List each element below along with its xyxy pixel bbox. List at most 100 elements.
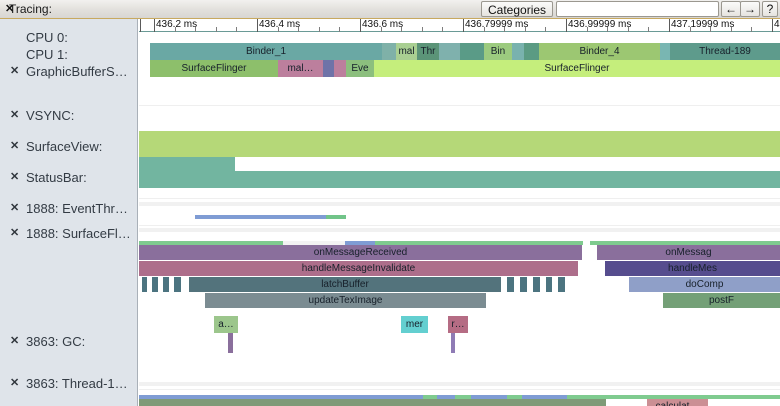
close-track-icon[interactable]: ✕ (10, 65, 20, 77)
timeline-slice[interactable]: mal (396, 43, 417, 60)
next-arrow-icon[interactable]: → (740, 1, 760, 17)
timeline-slice[interactable] (375, 241, 583, 245)
track-label-gbs[interactable]: ✕ GraphicBufferS… (0, 63, 138, 80)
timeline-slice[interactable] (382, 43, 396, 60)
close-track-icon[interactable]: ✕ (10, 140, 20, 152)
timeline-slice[interactable] (139, 395, 423, 399)
track-background-strip (139, 202, 780, 206)
timeline-slice[interactable] (142, 277, 147, 292)
timeline-slice[interactable] (139, 131, 780, 157)
help-button[interactable]: ? (762, 1, 778, 17)
track-label-surfacefl[interactable]: ✕1888: SurfaceFl… (0, 225, 138, 242)
timeline-slice[interactable] (228, 333, 233, 353)
timeline-slice[interactable]: mer (401, 316, 428, 333)
timeline-slice[interactable]: Binder_1 (150, 43, 382, 60)
timeline-slice[interactable] (439, 43, 460, 60)
timeline-slice[interactable]: Thread-189 (670, 43, 780, 60)
timeline-slice[interactable] (139, 399, 606, 406)
timeline-slice[interactable]: mal… (278, 60, 323, 77)
timeline-slice[interactable]: SurfaceFlinger (150, 60, 278, 77)
track-label-eventthread[interactable]: ✕1888: EventThr… (0, 200, 138, 217)
timeline-slice[interactable]: onMessag (597, 245, 780, 260)
track-label-gc[interactable]: ✕3863: GC: (0, 333, 138, 350)
ruler-minor-tick (587, 27, 588, 32)
timeline-slice[interactable] (174, 277, 181, 292)
timeline-slice[interactable]: postF (663, 293, 780, 308)
timeline-slice-label: handleMes (668, 263, 717, 274)
timeline-slice[interactable] (195, 215, 326, 219)
timeline-slice[interactable] (345, 241, 375, 245)
timeline-slice[interactable] (451, 333, 455, 353)
timeline-slice[interactable]: Binder_4 (539, 43, 660, 60)
close-track-icon[interactable]: ✕ (10, 109, 20, 121)
timeline-slice[interactable]: doComp (629, 277, 780, 292)
timeline-slice[interactable] (524, 43, 539, 60)
timeline-slice[interactable]: handleMessageInvalidate (139, 261, 578, 276)
close-track-icon[interactable]: ✕ (10, 227, 20, 239)
timeline-slice[interactable] (522, 395, 567, 399)
timeline-slice[interactable]: r… (448, 316, 468, 333)
timeline-slice[interactable]: onMessageReceived (139, 245, 582, 260)
timeline-slice[interactable]: handleMes (605, 261, 780, 276)
timeline-slice-label: Eve (351, 63, 369, 74)
timeline-slice[interactable] (546, 277, 552, 292)
timeline-slice[interactable] (334, 60, 346, 77)
timeline-slice[interactable]: a… (214, 316, 238, 333)
categories-button[interactable]: Categories (481, 1, 554, 17)
timeline-slice[interactable] (558, 277, 565, 292)
timeline-slice[interactable] (139, 157, 235, 171)
track-label-text: GraphicBufferS… (26, 64, 128, 79)
track-label-cpu0[interactable]: CPU 0: (0, 29, 138, 46)
track-label-cpu1[interactable]: CPU 1: (0, 46, 138, 63)
timeline-slice[interactable] (139, 241, 283, 245)
timeline-slice[interactable] (326, 215, 346, 219)
timeline-slice[interactable] (283, 241, 345, 245)
timeline-slice[interactable] (152, 277, 158, 292)
timeline-slice[interactable] (520, 277, 527, 292)
track-label-thread1[interactable]: ✕3863: Thread-1… (0, 375, 138, 392)
search-input[interactable] (556, 1, 719, 17)
timeline-slice[interactable] (437, 395, 455, 399)
timeline-slice-label: mer (405, 319, 424, 330)
window-title: Tracing: (9, 2, 52, 16)
timeline-slice[interactable] (423, 395, 437, 399)
timeline-slice[interactable] (455, 395, 471, 399)
timeline-slice[interactable] (660, 43, 670, 60)
timeline-slice[interactable] (323, 60, 334, 77)
timeline-slice[interactable]: calculat… (647, 399, 708, 406)
timeline-slice[interactable]: Bin (484, 43, 512, 60)
timeline-slice[interactable]: Eve (346, 60, 374, 77)
track-label-statusbar[interactable]: ✕StatusBar: (0, 169, 138, 186)
timeline-slice[interactable]: latchBuffer (189, 277, 501, 292)
timeline-slice[interactable] (590, 241, 780, 245)
ruler-major-tick (566, 19, 567, 32)
timeline-slice[interactable]: Thr (417, 43, 439, 60)
ruler-tick-label: 436.2 ms (156, 19, 198, 30)
timeline-slice[interactable] (139, 171, 780, 188)
track-background-strip (139, 382, 780, 386)
timeline-slice[interactable]: updateTexImage (205, 293, 486, 308)
timeline-slice[interactable] (567, 395, 780, 399)
close-track-icon[interactable]: ✕ (10, 377, 20, 389)
timeline-slice[interactable]: SurfaceFlinger (374, 60, 780, 77)
prev-arrow-icon[interactable]: ← (721, 1, 741, 17)
track-label-surfaceview[interactable]: ✕SurfaceView: (0, 138, 138, 155)
row-separator (139, 105, 780, 106)
timeline-slice[interactable] (471, 395, 507, 399)
close-track-icon[interactable]: ✕ (10, 335, 20, 347)
timeline-slice[interactable] (507, 277, 514, 292)
timeline-slice[interactable] (533, 277, 540, 292)
timeline-slice[interactable] (163, 277, 169, 292)
close-track-icon[interactable]: ✕ (10, 202, 20, 214)
close-x-icon[interactable]: ✕ (5, 3, 15, 15)
track-label-vsync[interactable]: ✕VSYNC: (0, 107, 138, 124)
close-track-icon[interactable]: ✕ (10, 171, 20, 183)
timeline-slice-label: calculat… (647, 399, 708, 406)
ruler-major-tick (154, 19, 155, 32)
timeline-slice[interactable] (512, 43, 524, 60)
timeline-slice[interactable] (460, 43, 484, 60)
timeline-slice[interactable] (507, 395, 522, 399)
